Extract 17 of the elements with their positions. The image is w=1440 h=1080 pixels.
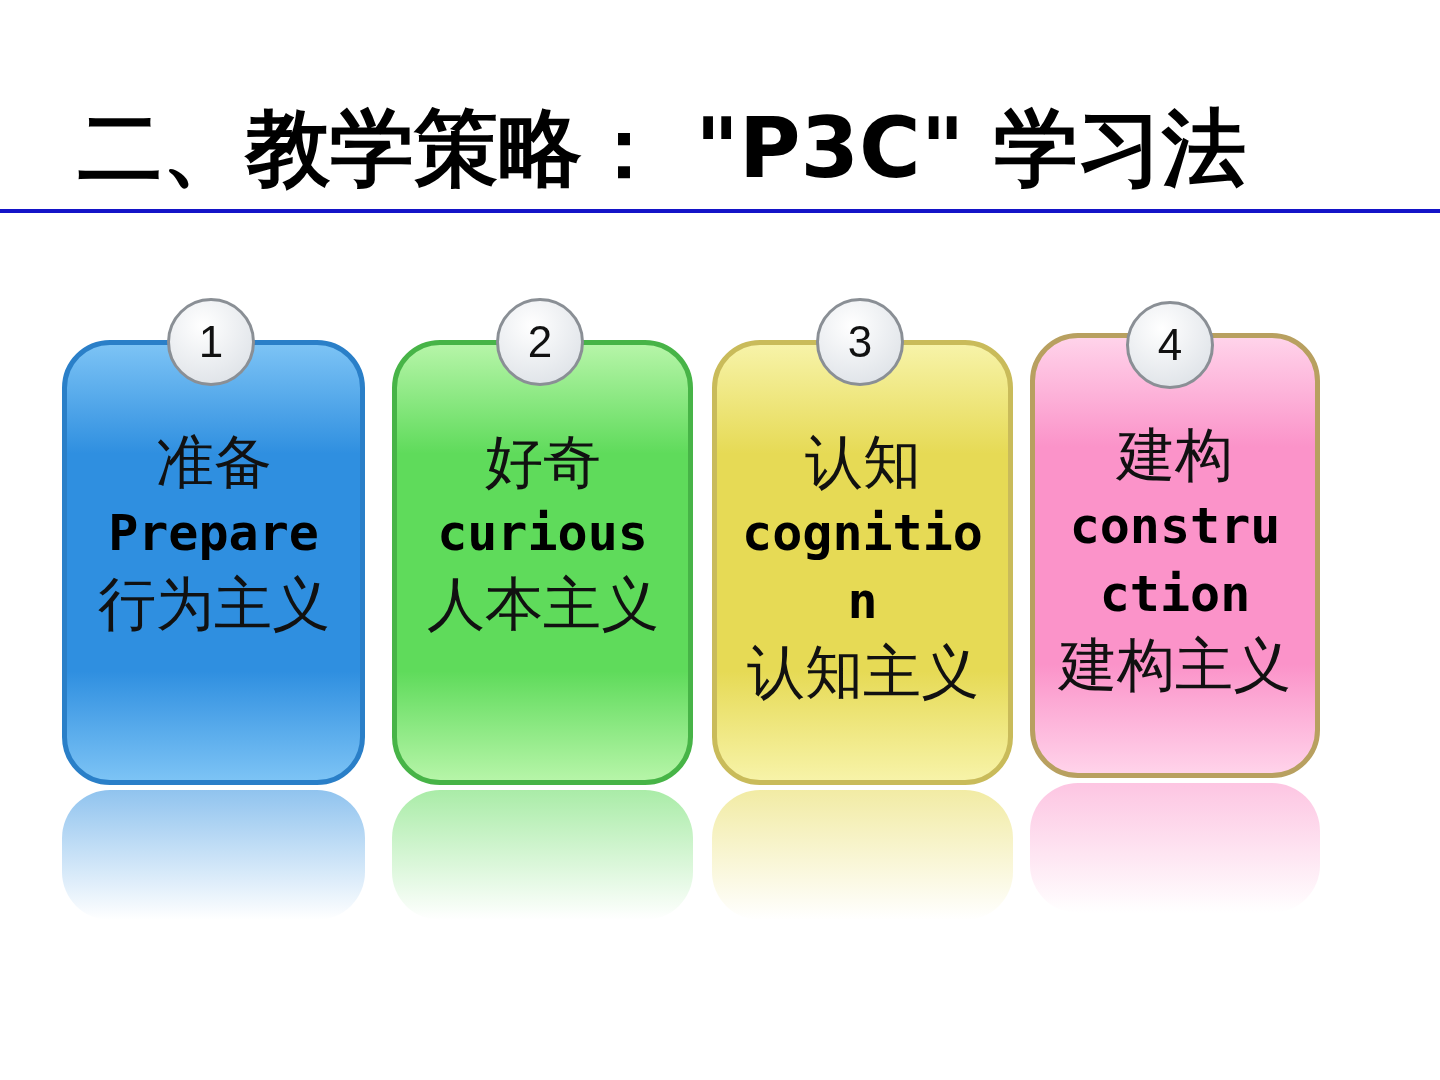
number-badge: 1	[167, 298, 255, 386]
theory-name: 建构主义	[1059, 630, 1291, 701]
theory-name: 行为主义	[97, 569, 330, 640]
number-badge: 3	[816, 298, 904, 386]
english-term: Prepare	[107, 503, 320, 564]
number-badge: 4	[1126, 301, 1214, 389]
english-term: construction	[1068, 496, 1282, 625]
theory-name: 人本主义	[426, 569, 659, 640]
card-heading: 好奇	[484, 427, 601, 498]
title: 二、教学策略： "P3C" 学习法	[78, 98, 1246, 199]
theory-name: 认知主义	[746, 637, 979, 708]
card-heading: 准备	[155, 427, 272, 498]
card-heading: 建构	[1117, 420, 1233, 491]
english-term: curious	[436, 503, 649, 564]
english-term: cognition	[741, 503, 984, 632]
card-heading: 认知	[804, 427, 921, 498]
number-badge: 2	[496, 298, 584, 386]
